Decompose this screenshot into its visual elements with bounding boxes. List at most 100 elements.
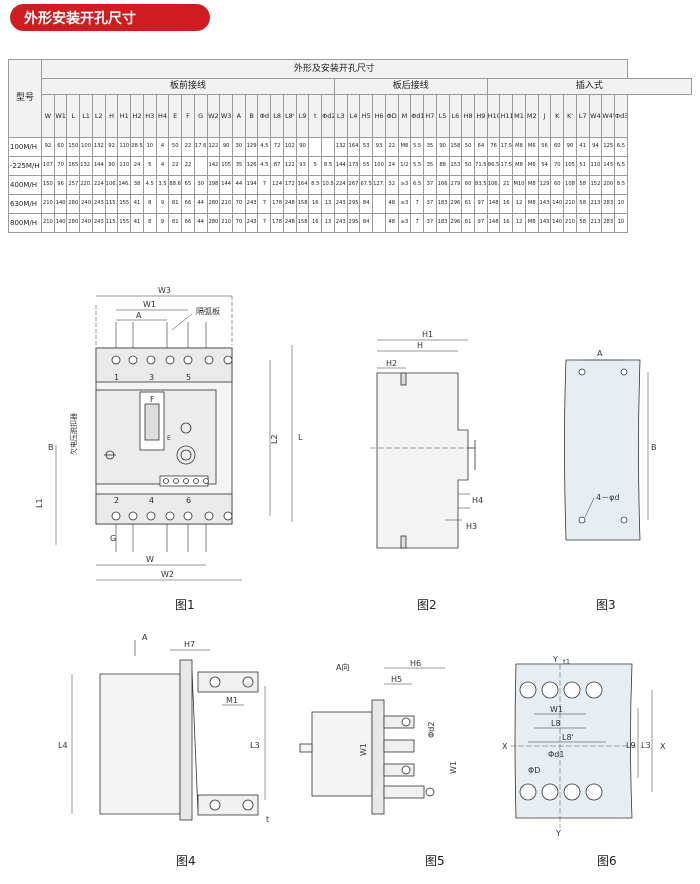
fig2-label-H1: H1 <box>422 330 433 339</box>
value-cell: 124 <box>270 175 284 195</box>
column-header: H2 <box>130 94 144 138</box>
fig1-label-arc: 隔弧板 <box>196 306 220 316</box>
fig3-caption: 图3 <box>596 598 616 612</box>
value-cell: 248 <box>282 213 297 233</box>
fig1-label-relay: 欠电压脱扣器 <box>69 413 78 455</box>
fig1-label-E: E <box>167 435 171 442</box>
section-title: 外形安装开孔尺寸 <box>24 10 136 27</box>
column-header: K' <box>563 94 577 138</box>
value-cell: 1/2 <box>397 156 412 176</box>
fig6-label-Y-bottom: Y <box>555 829 561 838</box>
fig6-caption: 图6 <box>597 854 617 868</box>
column-header: W <box>41 94 55 138</box>
fig5-label-H6: H6 <box>410 659 421 668</box>
fig2-label-H: H <box>417 341 423 350</box>
value-cell: 61 <box>461 194 475 214</box>
fig4-label-L3: L3 <box>250 741 260 750</box>
column-header: W2 <box>206 94 221 138</box>
column-header: B <box>244 94 259 138</box>
value-cell: 8.5 <box>321 156 335 176</box>
fig6: Y t1 W1 L8 L8' X X L9 L3 Φd1 ΦD Y <box>502 655 666 838</box>
value-cell: 60 <box>461 175 475 195</box>
value-cell: 16 <box>308 213 323 233</box>
column-header: ΦD <box>384 94 399 138</box>
fig1-label-L2: L2 <box>270 434 279 444</box>
fig4-label-H7: H7 <box>184 640 195 649</box>
value-cell: 115.5 <box>104 213 119 233</box>
value-cell: 32 <box>384 175 399 195</box>
model-header: 型号 <box>8 59 42 138</box>
fig5-label-W1b: W1 <box>449 761 458 774</box>
fig6-label-D: ΦD <box>528 766 540 775</box>
fig3-label-B: B <box>651 443 657 452</box>
value-cell: 243 <box>244 213 259 233</box>
fig1: W3 W1 A 隔弧板 1 3 5 2 4 6 <box>35 286 303 581</box>
fig6-label-d1: Φd1 <box>548 750 564 759</box>
value-cell: 6.5 <box>614 156 628 176</box>
fig6-label-X-right: X <box>660 742 666 751</box>
fig1-label-A: A <box>136 311 142 320</box>
value-cell: 61 <box>461 213 475 233</box>
fig1-caption: 图1 <box>175 598 195 612</box>
column-header: t <box>308 94 323 138</box>
fig2-caption: 图2 <box>417 598 437 612</box>
value-cell: 84 <box>359 194 374 214</box>
column-header: L4 <box>346 94 361 138</box>
fig4-label-t: t <box>266 815 269 824</box>
group-header: 板前接线 <box>41 78 335 95</box>
column-header: H6 <box>372 94 386 138</box>
fig3: A B 4－φd <box>564 349 657 541</box>
main-header: 外形及安装开孔尺寸 <box>41 59 628 79</box>
value-cell: 7 <box>257 213 272 233</box>
fig4-caption: 图4 <box>176 854 196 868</box>
value-cell <box>372 213 386 233</box>
fig5-label-dir: A向 <box>336 662 349 672</box>
value-cell: 178 <box>270 213 284 233</box>
fig5-caption: 图5 <box>425 854 445 868</box>
value-cell: 166 <box>435 175 450 195</box>
column-header: F <box>181 94 195 138</box>
section-title-banner: 外形安装开孔尺寸 <box>10 4 210 31</box>
fig5-label-H5: H5 <box>391 675 402 684</box>
fig6-label-L9: L9 <box>626 741 636 750</box>
fig2-label-H4: H4 <box>472 496 483 505</box>
column-header: H8 <box>461 94 475 138</box>
fig6-label-L3: L3 <box>641 741 651 750</box>
value-cell: 84 <box>359 213 374 233</box>
value-cell: 10 <box>614 213 628 233</box>
fig4: A H7 M1 L4 L3 t <box>58 633 269 824</box>
fig2: H1 H H2 H4 H3 <box>370 330 483 549</box>
fig6-label-L8p: L8' <box>562 733 574 742</box>
group-header: 板后接线 <box>333 78 488 95</box>
column-header: Φd2 <box>321 94 335 138</box>
fig1-label-B: B <box>48 443 54 452</box>
table-row: -225M/H10770165132.514490110245422221421… <box>8 156 692 176</box>
column-header: Φd <box>257 94 272 138</box>
value-cell: 9 <box>155 213 170 233</box>
fig6-label-L8: L8 <box>551 719 561 728</box>
column-header: H7 <box>423 94 437 138</box>
value-cell: 267 <box>346 175 361 195</box>
value-cell: 48 <box>384 213 399 233</box>
fig1-label-F: F <box>150 395 155 404</box>
fig2-label-H2: H2 <box>386 359 397 368</box>
value-cell: 148 <box>486 194 501 214</box>
column-header: M1 <box>512 94 526 138</box>
value-cell: 296 <box>448 213 463 233</box>
value-cell: ≥3 <box>397 213 412 233</box>
fig5-label-W1a: W1 <box>359 743 368 756</box>
fig3-label-hole: 4－φd <box>596 493 619 502</box>
value-cell: 50 <box>461 156 475 176</box>
value-cell: 10 <box>614 194 628 214</box>
column-header: L8' <box>282 94 297 138</box>
fig1-terminal-2: 2 <box>114 496 119 505</box>
value-cell: 295 <box>346 194 361 214</box>
fig2-label-H3: H3 <box>466 522 477 531</box>
value-cell: 158 <box>295 213 310 233</box>
fig6-label-Y-top: Y <box>552 655 558 664</box>
fig1-label-W2: W2 <box>161 570 174 579</box>
value-cell: 183 <box>435 213 450 233</box>
